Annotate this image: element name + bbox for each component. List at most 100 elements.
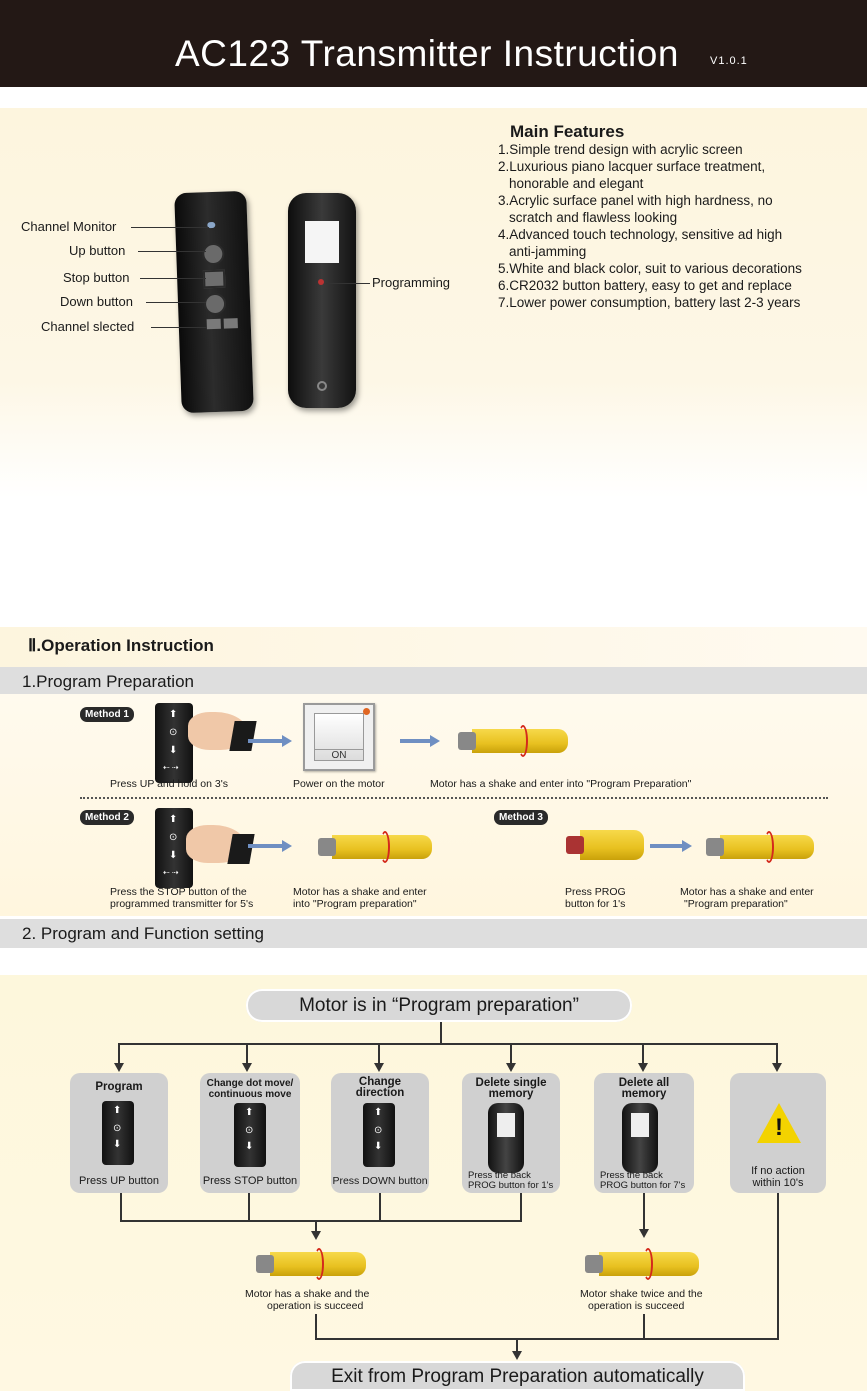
right-arrow-icon (400, 735, 440, 747)
channel-arrows-icon: ⇠ ⇢ (163, 868, 179, 877)
callout-down-button: Down button (60, 294, 133, 309)
flow-box-title: memory (621, 1088, 667, 1100)
remote-back-illustration (488, 1103, 524, 1173)
methods-panel (0, 694, 867, 916)
callout-up-button: Up button (69, 243, 126, 258)
flow-box-title: Program (95, 1081, 143, 1093)
flow-box-title: continuous move (208, 1089, 292, 1100)
flow-box-instruction: If no action (751, 1165, 805, 1177)
feature-item: 1.Simple trend design with acrylic scree… (498, 142, 743, 157)
callout-stop-button: Stop button (63, 270, 130, 285)
feature-item: 5.White and black color, suit to various… (498, 261, 802, 276)
remote-illustration: ⬆ ⊙ ⬇ ⇠ ⇢ (155, 703, 193, 783)
feature-item: scratch and flawless looking (509, 210, 678, 225)
down-arrow-icon: ⬇ (245, 1141, 254, 1152)
flow-connector (118, 1043, 778, 1045)
up-arrow-icon: ⬆ (374, 1107, 383, 1118)
down-arrow-icon: ⬇ (169, 745, 178, 756)
result-1-caption-a: Motor has a shake and the (245, 1288, 370, 1300)
flow-box-instruction: Press DOWN button (332, 1175, 428, 1187)
down-arrow-icon (512, 1351, 522, 1360)
flow-start-node: Motor is in “Program preparation” (246, 989, 632, 1022)
feature-item: 6.CR2032 button battery, easy to get and… (498, 278, 792, 293)
features-panel (0, 108, 867, 498)
battery-screw-icon (317, 381, 327, 391)
result-2-caption-b: operation is succeed (588, 1300, 685, 1312)
page-header: AC123 Transmitter Instruction V1.0.1 (0, 0, 867, 87)
exclamation-icon: ! (775, 1114, 783, 1141)
flow-connector (643, 1193, 645, 1229)
motor-icon (706, 831, 814, 863)
feature-item: 2.Luxurious piano lacquer surface treatm… (498, 159, 766, 174)
stop-icon: ⊙ (113, 1123, 122, 1134)
down-arrow-icon (242, 1063, 252, 1072)
flow-box-delete-single: Delete single memory Press the back PROG… (462, 1073, 560, 1193)
operation-title: Ⅱ.Operation Instruction (28, 636, 214, 655)
channel-left-button-image (206, 318, 221, 330)
operation-band (0, 627, 867, 667)
flow-box-program: Program ⬆ ⊙ ⬇ Press UP button (70, 1073, 168, 1193)
flow-connector (516, 1338, 518, 1352)
step-2-label: 2. Program and Function setting (22, 924, 264, 943)
up-arrow-icon: ⬆ (169, 709, 178, 720)
callout-line (151, 327, 207, 328)
flow-connector (378, 1043, 380, 1063)
method-2-caption-1a: Press the STOP button of the (110, 886, 247, 898)
flow-box-instruction: within 10's (752, 1177, 804, 1189)
method-2-caption-2a: Motor has a shake and enter (293, 886, 427, 898)
channel-right-button-image (223, 318, 238, 329)
method-2-caption-2b: into "Program preparation" (293, 898, 417, 910)
stop-icon: ⊙ (245, 1125, 254, 1136)
callout-channel-monitor: Channel Monitor (21, 219, 117, 234)
feature-item: anti-jamming (509, 244, 587, 259)
channel-arrows-icon: ⇠ ⇢ (163, 763, 179, 772)
down-arrow-icon (506, 1063, 516, 1072)
feature-item: 7.Lower power consumption, battery last … (498, 295, 801, 310)
callout-line (146, 302, 206, 303)
power-switch-icon: ON (303, 703, 375, 771)
callout-line (140, 278, 206, 279)
down-arrow-icon: ⬇ (169, 850, 178, 861)
right-arrow-icon (650, 840, 692, 852)
step-bar-2 (0, 919, 867, 948)
method-3-caption-2b: "Program preparation" (684, 898, 788, 910)
switch-on-label: ON (314, 749, 364, 763)
flow-connector (315, 1220, 317, 1232)
remote-illustration: ⬆ ⊙ ⬇ (234, 1103, 266, 1167)
callout-line (131, 227, 209, 228)
flow-box-instruction: Press STOP button (202, 1175, 298, 1187)
remote-illustration: ⬆ ⊙ ⬇ (363, 1103, 395, 1167)
method-divider (80, 797, 828, 799)
up-arrow-icon: ⬆ (113, 1105, 122, 1116)
method-3-caption-1b: button for 1's (565, 898, 626, 910)
flow-connector (379, 1193, 381, 1221)
result-1-caption-b: operation is succeed (267, 1300, 364, 1312)
callout-line (138, 251, 206, 252)
flow-connector (120, 1220, 522, 1222)
switch-indicator (363, 708, 370, 715)
flow-box-change-direction: Change direction ⬆ ⊙ ⬇ Press DOWN button (331, 1073, 429, 1193)
flow-box-instruction: Press UP button (79, 1175, 159, 1187)
motor-icon (458, 725, 568, 757)
flow-connector (315, 1314, 317, 1340)
feature-item: honorable and elegant (509, 176, 644, 191)
flow-connector (643, 1314, 645, 1340)
callout-line (326, 283, 370, 284)
warning-icon (757, 1103, 801, 1143)
stop-icon: ⊙ (169, 727, 178, 738)
flow-box-title: Delete all (618, 1077, 670, 1089)
remote-back-illustration (622, 1103, 658, 1173)
features-list: 1.Simple trend design with acrylic scree… (498, 141, 867, 311)
down-arrow-icon (374, 1063, 384, 1072)
stop-icon: ⊙ (169, 832, 178, 843)
down-arrow-icon (638, 1063, 648, 1072)
up-arrow-icon: ⬆ (169, 814, 178, 825)
remote-back-image (288, 193, 356, 408)
method-1-caption-1: Press UP and hold on 3's (110, 778, 228, 790)
method-3-caption-1a: Press PROG (565, 886, 626, 898)
method-1-caption-3: Motor has a shake and enter into "Progra… (430, 778, 692, 790)
motor-icon (256, 1248, 366, 1280)
switch-rocker (314, 713, 364, 761)
flow-box-delete-all: Delete all memory Press the back PROG bu… (594, 1073, 694, 1193)
method-3-badge: Method 3 (494, 810, 548, 825)
